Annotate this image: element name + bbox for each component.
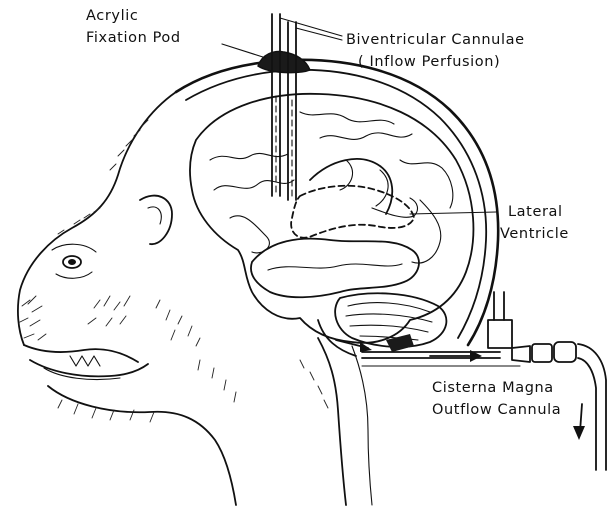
label-biventricular-cannulae: Biventricular Cannulae [346, 32, 525, 48]
brain [190, 94, 474, 356]
fixation-pod [258, 52, 310, 73]
label-lateral: Lateral [508, 204, 563, 220]
label-outflow-cannula: Outflow Cannula [432, 402, 561, 418]
label-cisterna-magna: Cisterna Magna [432, 380, 554, 396]
label-acrylic: Acrylic [86, 8, 138, 24]
label-inflow-perfusion: ( Inflow Perfusion) [358, 54, 500, 70]
biventricular-cannulae [272, 14, 296, 200]
label-fixation-pod: Fixation Pod [86, 30, 181, 46]
label-ventricle: Ventricle [500, 226, 569, 242]
